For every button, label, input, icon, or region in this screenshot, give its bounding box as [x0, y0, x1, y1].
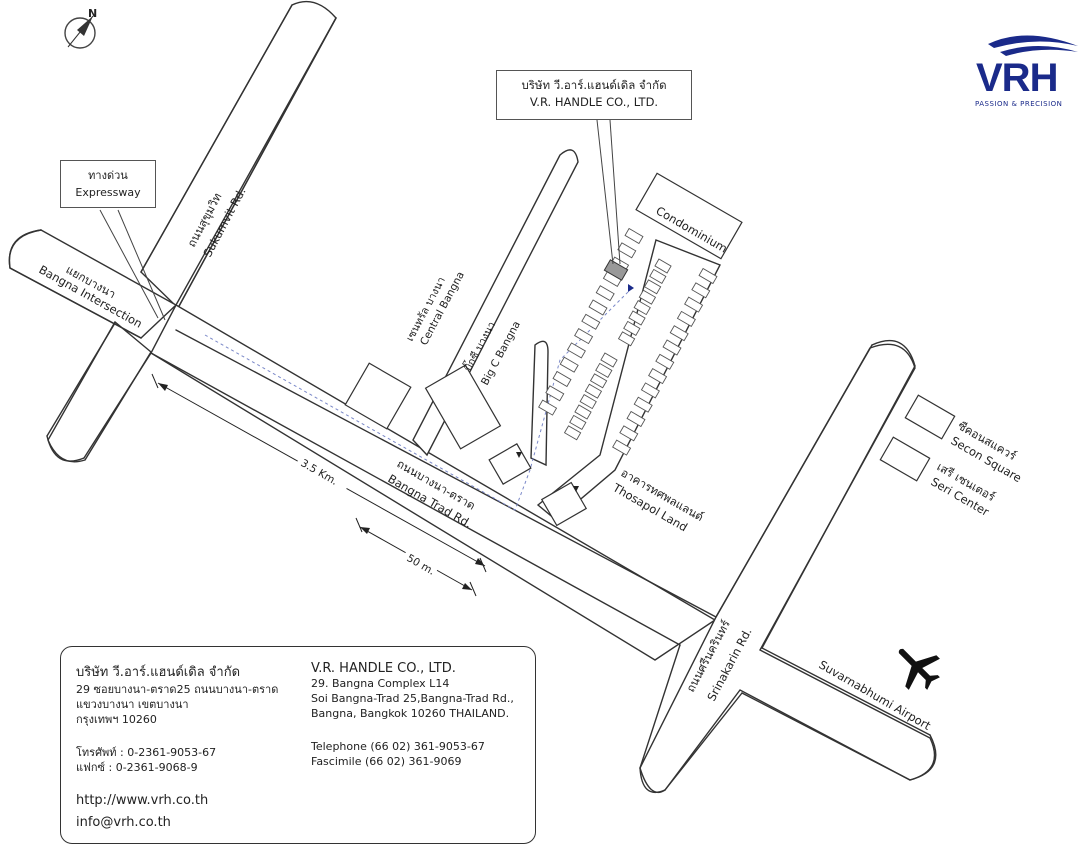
condominium-box — [635, 172, 743, 260]
airplane-icon — [898, 648, 940, 690]
unit-slot — [640, 382, 660, 399]
contact-en-phone: Telephone (66 02) 361-9053-67 — [311, 740, 485, 753]
contact-en-company: V.R. HANDLE CO., LTD. — [311, 661, 456, 676]
unit-slot — [655, 353, 675, 370]
contact-thai-column: บริษัท วี.อาร์.แฮนด์เดิล จำกัด 29 ซอยบาง… — [76, 661, 278, 775]
company-callout-en: V.R. HANDLE CO., LTD. — [529, 95, 659, 109]
central-bangna-building — [344, 362, 412, 430]
compass-north-label: N — [88, 7, 97, 20]
unit-slot — [623, 320, 641, 336]
bigc-annex — [488, 443, 532, 485]
unit-slot — [584, 383, 603, 399]
contact-en-fax: Fascimile (66 02) 361-9069 — [311, 755, 462, 768]
secon-square-building — [904, 394, 956, 440]
unit-slot — [588, 299, 608, 316]
logo-swoosh-icon — [988, 35, 1078, 56]
unit-slot — [552, 370, 572, 388]
unit-slot — [698, 267, 718, 285]
unit-slot — [545, 385, 565, 402]
unit-slot — [633, 300, 651, 316]
logo-tagline: PASSION & PRECISION — [975, 100, 1063, 108]
compass-icon: N — [64, 7, 97, 49]
unit-slot — [579, 394, 597, 410]
unit-slot — [648, 368, 668, 385]
email-link[interactable]: info@vrh.co.th — [76, 815, 171, 830]
bigc-building — [424, 364, 502, 450]
seri-center-building — [879, 436, 931, 482]
unit-slot — [654, 258, 672, 274]
unit-slot — [691, 282, 711, 299]
distance-short-label: 50 m. — [405, 552, 437, 578]
contact-en-address1: 29. Bangna Complex L14 — [311, 677, 450, 690]
unit-slot — [617, 331, 636, 347]
contact-th-address3: กรุงเทพฯ 10260 — [76, 713, 157, 726]
contact-en-address3: Bangna, Bangkok 10260 THAILAND. — [311, 707, 510, 720]
route-line — [204, 289, 631, 511]
unit-slot — [574, 404, 592, 420]
contact-info-box: บริษัท วี.อาร์.แฮนด์เดิล จำกัด 29 ซอยบาง… — [60, 646, 536, 844]
unit-slot — [538, 399, 558, 416]
unit-slot — [649, 268, 667, 284]
unit-slot — [612, 439, 632, 456]
unit-slot — [589, 373, 608, 389]
contact-th-address1: 29 ซอยบางนา-ตราด25 ถนนบางนา-ตราด — [76, 683, 279, 696]
srinakarin-road — [639, 339, 937, 794]
unit-slot — [581, 313, 601, 330]
unit-slot — [559, 356, 579, 373]
contact-th-phone: โทรศัพท์ : 0-2361-9053-67 — [76, 746, 217, 759]
expressway-callout: ทางด่วน Expressway — [60, 160, 156, 208]
contact-th-address2: แขวงบางนา เขตบางนา — [76, 698, 189, 711]
unit-slot — [595, 285, 615, 302]
unit-slot — [569, 414, 587, 430]
contact-th-company: บริษัท วี.อาร์.แฮนด์เดิล จำกัด — [76, 665, 241, 680]
unit-slot — [643, 279, 662, 295]
unit-slot — [662, 339, 682, 356]
vrh-office-marker — [603, 259, 629, 281]
logo-brand: VRH — [976, 56, 1058, 100]
thosapol-building — [540, 481, 588, 527]
unit-slot — [574, 328, 594, 345]
bangna-trad-road — [8, 17, 717, 661]
unit-slot — [669, 325, 689, 342]
unit-slot — [684, 296, 704, 313]
contact-th-fax: แฟกซ์ : 0-2361-9068-9 — [76, 761, 198, 774]
company-callout: บริษัท วี.อาร์.แฮนด์เดิล จำกัด V.R. HAND… — [496, 70, 692, 120]
unit-slot — [628, 310, 646, 326]
condominium-units — [538, 227, 718, 456]
unit-slot — [626, 410, 646, 428]
unit-slot — [624, 227, 644, 245]
expressway-callout-th: ทางด่วน — [88, 169, 128, 182]
vrh-logo: VRH PASSION & PRECISION — [966, 28, 1084, 110]
unit-slot — [619, 425, 639, 442]
unit-slot — [617, 242, 637, 259]
unit-slot — [676, 310, 696, 327]
unit-slot — [563, 425, 582, 441]
unit-slot — [638, 289, 657, 305]
contact-english-column: V.R. HANDLE CO., LTD. 29. Bangna Complex… — [311, 661, 514, 769]
unit-slot — [600, 352, 618, 368]
company-callout-th: บริษัท วี.อาร์.แฮนด์เดิล จำกัด — [521, 78, 667, 92]
expressway-callout-en: Expressway — [75, 186, 141, 199]
website-link[interactable]: http://www.vrh.co.th — [76, 793, 209, 808]
contact-en-address2: Soi Bangna-Trad 25,Bangna-Trad Rd., — [311, 692, 514, 705]
unit-slot — [566, 342, 586, 359]
unit-slot — [595, 362, 613, 378]
unit-slot — [633, 396, 653, 413]
sukhumvit-road — [140, 0, 337, 310]
